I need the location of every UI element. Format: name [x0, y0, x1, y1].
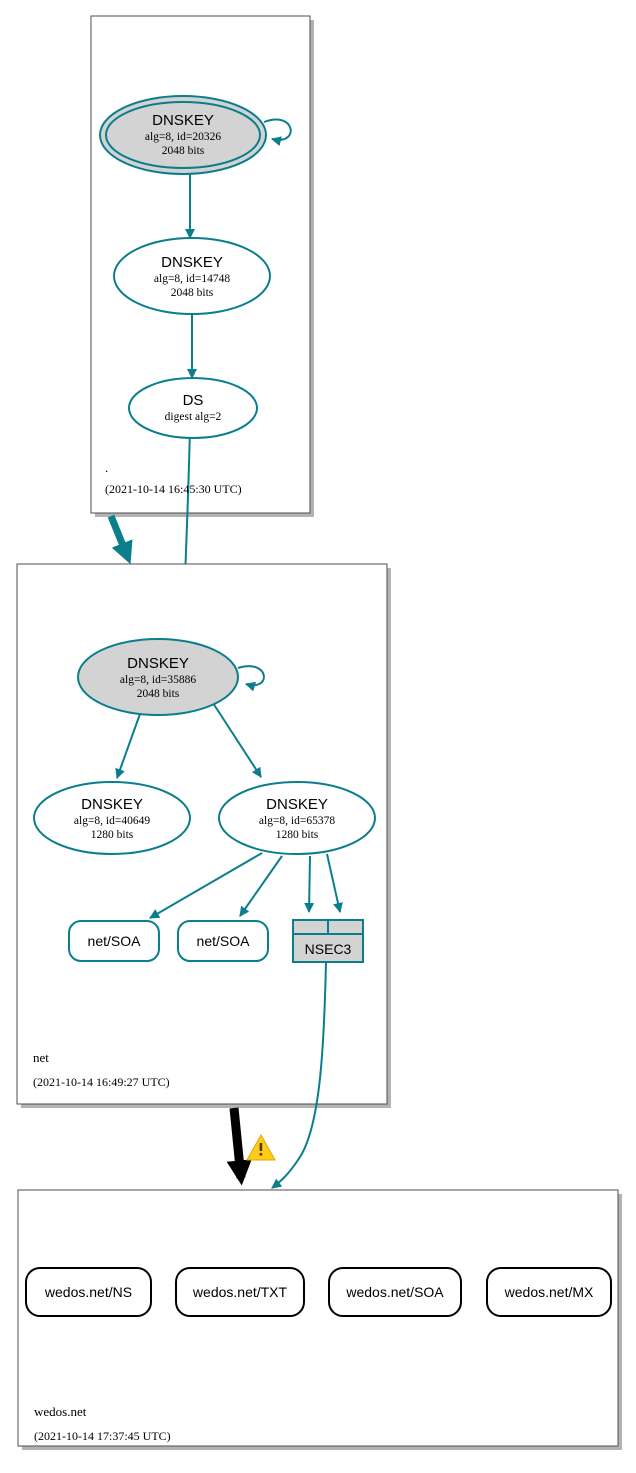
edge-nsec3-to-wedos-zone: [271, 961, 327, 1189]
rrset-wedos-mx[interactable]: wedos.net/MX: [486, 1267, 612, 1317]
rrset-wedos-txt-box: [175, 1267, 305, 1317]
edge-zsk-65378-to-net-soa-2: [239, 855, 283, 917]
rrset-net-soa-2[interactable]: net/SOA: [177, 920, 269, 962]
node-dnskey-20326[interactable]: DNSKEY alg=8, id=20326 2048 bits: [99, 95, 267, 175]
node-dnskey-40649-ring: [33, 781, 191, 855]
node-dnskey-35886-ring: [77, 638, 239, 716]
node-dnskey-20326-alg-id: alg=8, id=20326: [145, 131, 221, 143]
rrset-net-soa-1-label: net/SOA: [88, 933, 142, 949]
zone-box-wedos: [17, 1189, 619, 1447]
rrset-net-soa-2-label: net/SOA: [197, 933, 251, 949]
node-ds-digest-alg-2[interactable]: DS digest alg=2: [128, 377, 258, 439]
node-dnskey-35886-alg-id: alg=8, id=35886: [120, 674, 196, 686]
edge-net-ksk-to-zsk-65378: [212, 702, 262, 778]
node-dnskey-35886-title: DNSKEY: [127, 655, 189, 672]
rrset-wedos-ns-box: [25, 1267, 152, 1317]
edge-insecure-delegation-net-to-wedos: [226, 1107, 252, 1186]
node-ds-digest-alg: digest alg=2: [165, 411, 222, 423]
node-dnskey-65378-title: DNSKEY: [266, 796, 328, 813]
zone-label-root: .: [105, 460, 108, 475]
node-dnskey-65378-ring: [218, 781, 376, 855]
rrset-wedos-txt[interactable]: wedos.net/TXT: [175, 1267, 305, 1317]
edge-zsk-65378-to-net-soa-1: [149, 852, 263, 919]
rrset-wedos-soa-label: wedos.net/SOA: [345, 1284, 444, 1300]
rrset-net-soa-2-box: [177, 920, 269, 962]
node-dnskey-65378-alg-id: alg=8, id=65378: [259, 815, 335, 827]
node-dnskey-14748-title: DNSKEY: [161, 254, 223, 271]
node-dnskey-20326-size: 2048 bits: [162, 145, 205, 157]
zone-label-net: net: [33, 1050, 49, 1065]
edge-zsk-65378-to-nsec3-cell-2: [326, 853, 343, 913]
node-dnskey-35886-size: 2048 bits: [137, 688, 180, 700]
zone-timestamp-net: (2021-10-14 16:49:27 UTC): [33, 1075, 170, 1089]
node-dnskey-14748-alg-id: alg=8, id=14748: [154, 273, 230, 285]
node-dnskey-14748-size: 2048 bits: [171, 287, 214, 299]
rrset-wedos-ns[interactable]: wedos.net/NS: [25, 1267, 152, 1317]
rrset-wedos-ns-label: wedos.net/NS: [44, 1284, 132, 1300]
rrset-net-nsec3-cell-2: [327, 919, 364, 935]
edge-root-ksk-self-sign: [263, 118, 292, 147]
node-dnskey-40649-alg-id: alg=8, id=40649: [74, 815, 150, 827]
rrset-wedos-soa-box: [328, 1267, 462, 1317]
node-dnskey-35886[interactable]: DNSKEY alg=8, id=35886 2048 bits: [77, 638, 239, 716]
edge-secure-delegation-root-to-net: [107, 514, 133, 565]
warning-triangle-icon[interactable]: [246, 1133, 276, 1161]
node-ds-ring: [128, 377, 258, 439]
edge-zsk-65378-to-nsec3-cell-1: [304, 855, 315, 913]
warning-bang-dot: [259, 1153, 263, 1156]
node-dnskey-65378[interactable]: DNSKEY alg=8, id=65378 1280 bits: [218, 781, 376, 855]
node-dnskey-65378-size: 1280 bits: [276, 829, 319, 841]
rrset-net-nsec3[interactable]: NSEC3: [292, 919, 364, 963]
zone-container-wedos: [17, 1189, 622, 1450]
node-dnskey-40649[interactable]: DNSKEY alg=8, id=40649 1280 bits: [33, 781, 191, 855]
node-ds-title: DS: [183, 392, 204, 409]
warning-bang-stem: [259, 1143, 263, 1151]
zone-timestamp-root: (2021-10-14 16:45:30 UTC): [105, 482, 242, 496]
zone-label-wedos: wedos.net: [34, 1404, 87, 1419]
node-dnskey-20326-title: DNSKEY: [152, 112, 214, 129]
rrset-wedos-mx-label: wedos.net/MX: [504, 1284, 594, 1300]
node-dnskey-14748-ring: [113, 237, 271, 315]
rrset-wedos-mx-box: [486, 1267, 612, 1317]
rrset-net-soa-1[interactable]: net/SOA: [68, 920, 160, 962]
node-dnskey-40649-title: DNSKEY: [81, 796, 143, 813]
rrset-wedos-soa[interactable]: wedos.net/SOA: [328, 1267, 462, 1317]
edge-net-ksk-self-sign: [237, 665, 265, 692]
rrset-net-nsec3-label: NSEC3: [305, 941, 352, 957]
rrset-net-soa-1-box: [68, 920, 160, 962]
node-dnskey-20326-inner-ring: [105, 101, 261, 169]
rrset-net-nsec3-body: [292, 933, 364, 963]
rrset-wedos-txt-label: wedos.net/TXT: [192, 1284, 288, 1300]
node-dnskey-40649-size: 1280 bits: [91, 829, 134, 841]
rrset-net-nsec3-cell-1: [292, 919, 329, 935]
zone-timestamp-wedos: (2021-10-14 17:37:45 UTC): [34, 1429, 171, 1443]
node-dnskey-14748[interactable]: DNSKEY alg=8, id=14748 2048 bits: [113, 237, 271, 315]
